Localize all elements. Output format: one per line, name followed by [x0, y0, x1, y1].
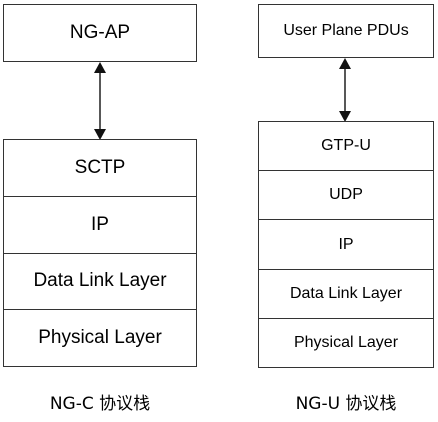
ng-c-stack: SCTP IP Data Link Layer Physical Layer	[3, 139, 197, 367]
ng-c-layer-physical: Physical Layer	[4, 309, 196, 366]
layer-label: SCTP	[74, 156, 126, 178]
ng-u-layer-gtp-u: GTP-U	[259, 122, 433, 170]
ng-u-layer-physical: Physical Layer	[259, 317, 433, 367]
ng-u-caption: NG-U 协议栈	[295, 394, 397, 414]
ng-c-double-arrow	[94, 62, 106, 140]
ng-u-layer-data-link: Data Link Layer	[259, 268, 433, 318]
layer-label: IP	[338, 235, 354, 253]
ng-c-layer-data-link: Data Link Layer	[4, 252, 196, 310]
layer-label: Data Link Layer	[289, 284, 403, 302]
ng-u-layer-udp: UDP	[259, 170, 433, 219]
ng-u-stack: GTP-U UDP IP Data Link Layer Physical La…	[258, 121, 434, 368]
layer-label: IP	[91, 213, 109, 235]
layer-label: Physical Layer	[38, 327, 162, 349]
ng-u-layer-ip: IP	[259, 219, 433, 268]
ng-ap-label: NG-AP	[69, 22, 131, 43]
layer-label: GTP-U	[321, 137, 371, 155]
layer-label: UDP	[329, 186, 363, 204]
ng-c-layer-sctp: SCTP	[4, 140, 196, 196]
layer-label: Data Link Layer	[33, 270, 167, 292]
user-plane-pdus-label: User Plane PDUs	[283, 22, 409, 39]
ng-u-double-arrow	[339, 58, 351, 122]
ng-c-caption: NG-C 协议栈	[49, 394, 151, 414]
ng-ap-box: NG-AP	[3, 4, 197, 62]
ng-c-layer-ip: IP	[4, 195, 196, 253]
layer-label: Physical Layer	[293, 333, 399, 351]
user-plane-pdus-box: User Plane PDUs	[258, 4, 434, 58]
